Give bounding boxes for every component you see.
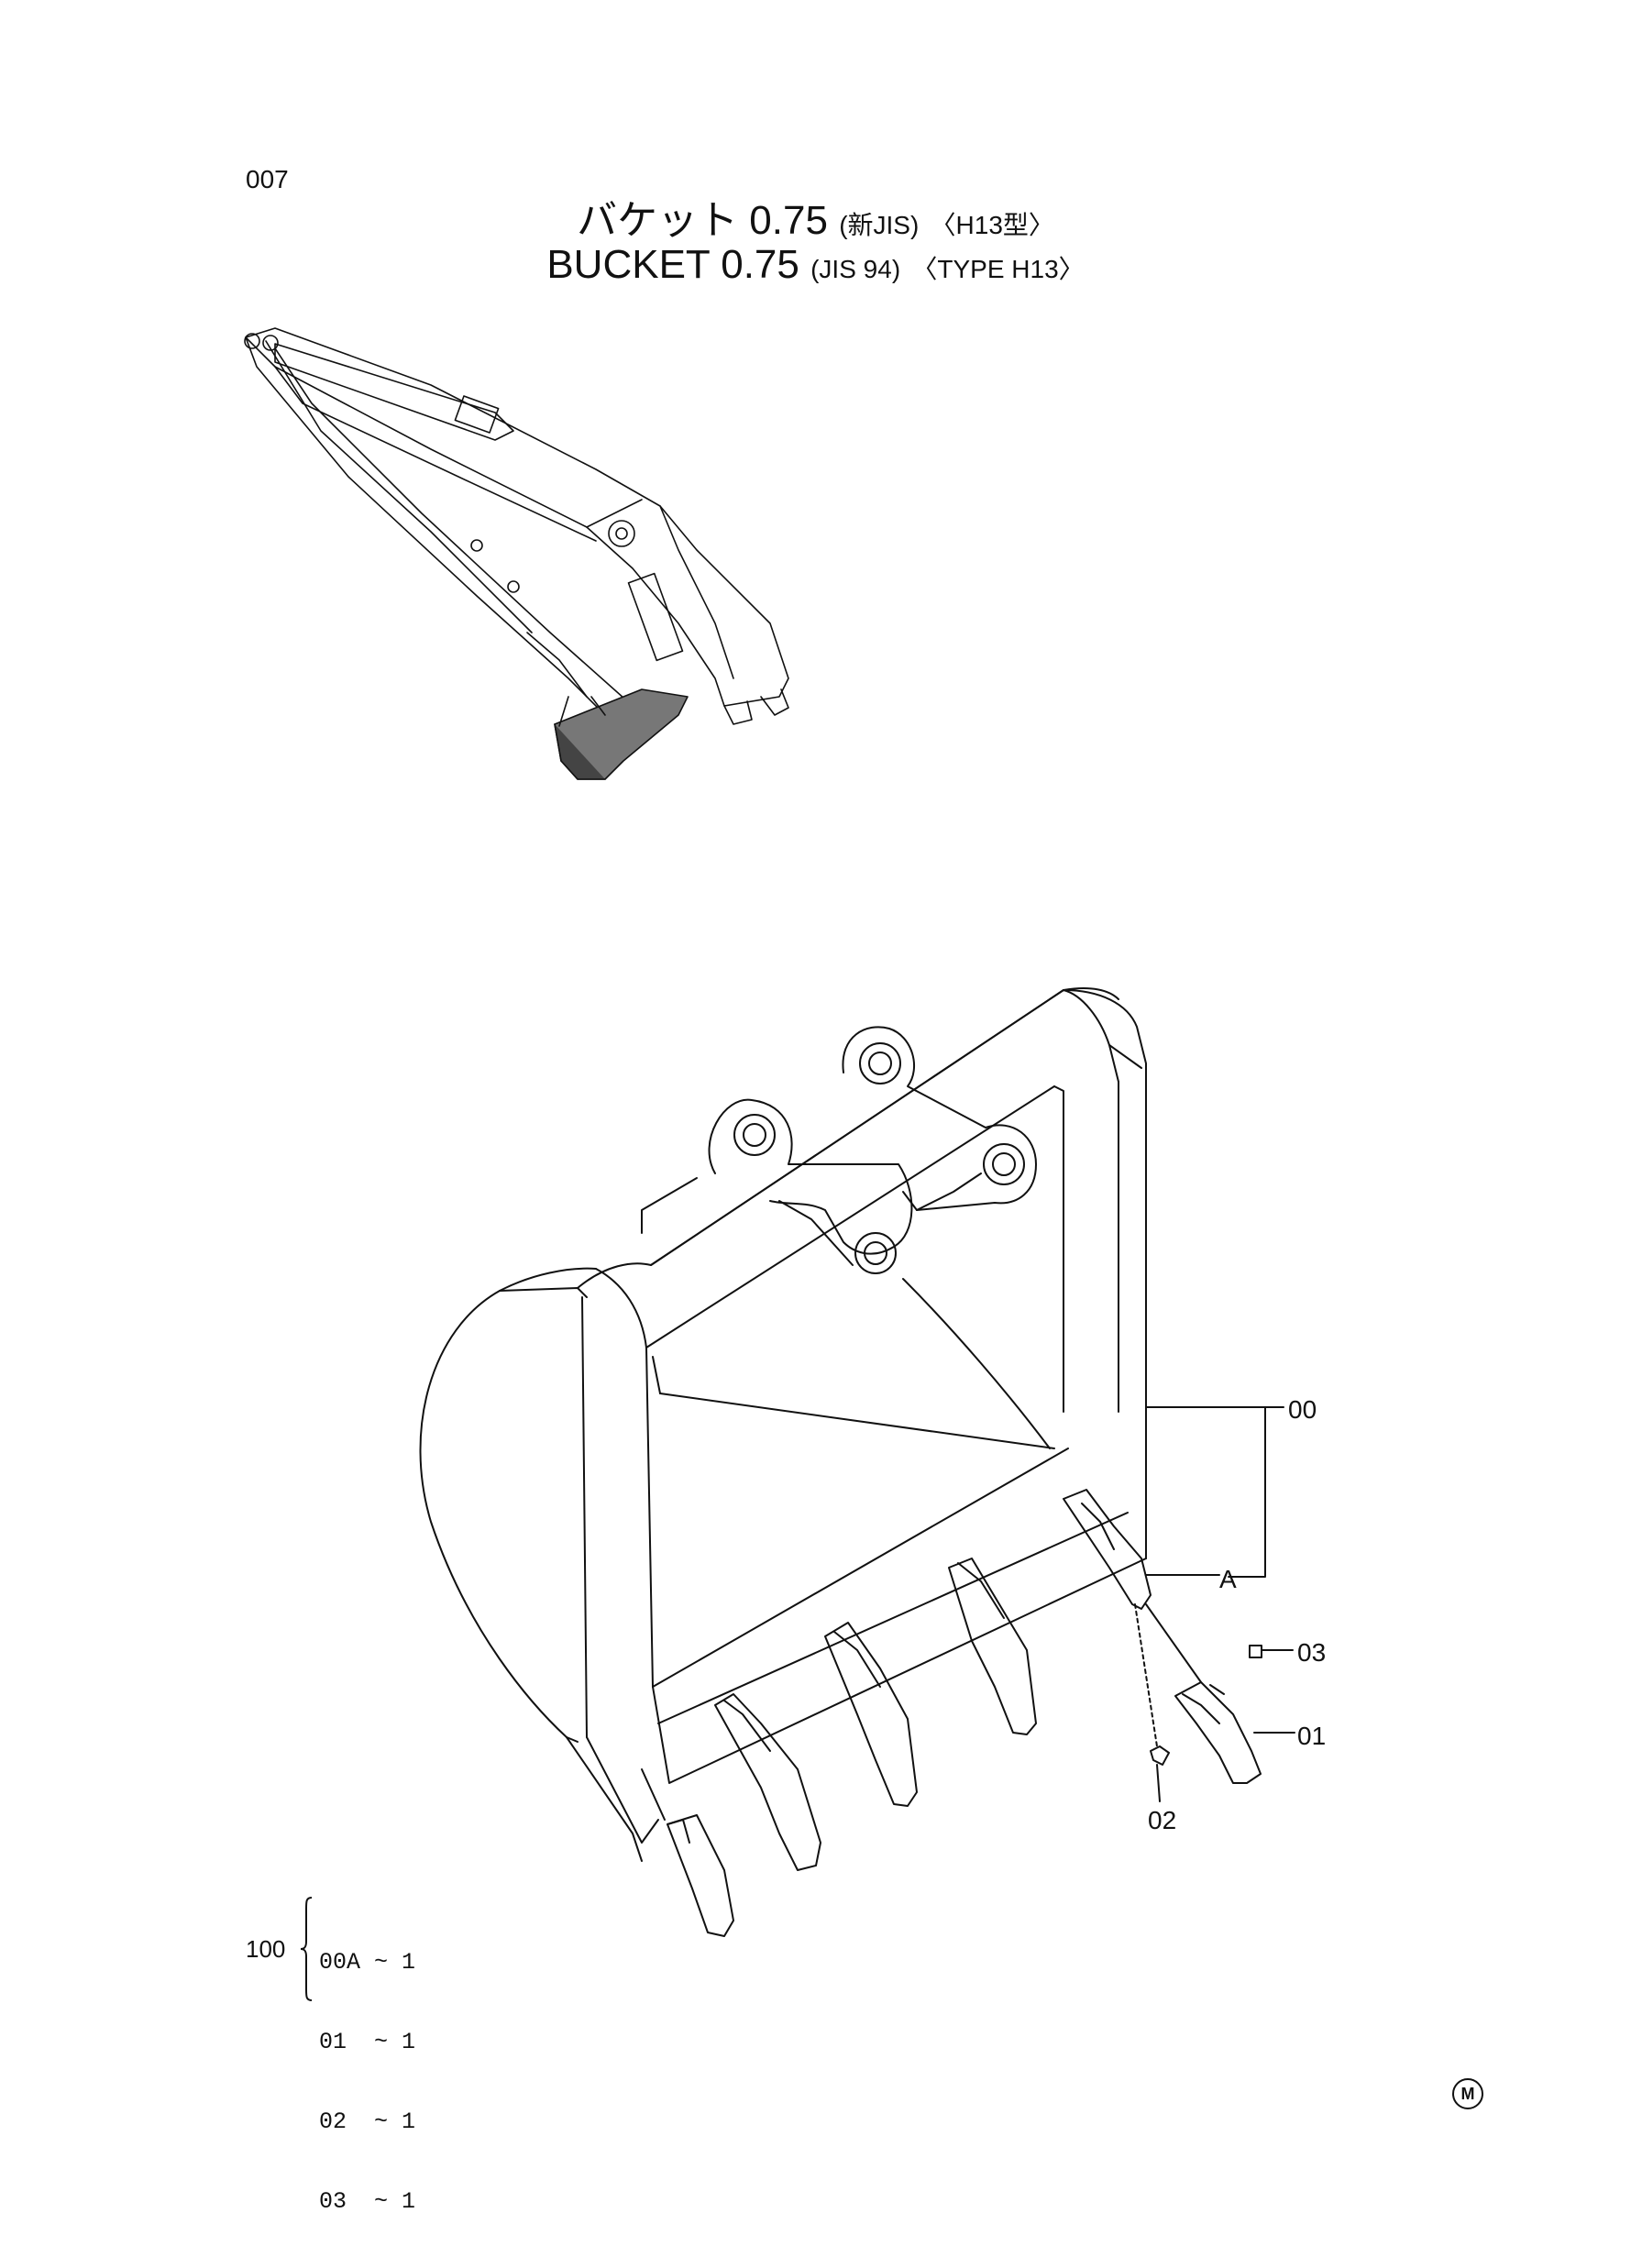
pin-03-detail (1249, 1645, 1262, 1658)
maker-mark-icon: M (1452, 2078, 1483, 2109)
title-english: BUCKET 0.75 (JIS 94) 〈TYPE H13〉 (0, 242, 1631, 288)
title-jp-type: 〈H13型〉 (930, 211, 1054, 239)
lock-02-detail (1150, 1745, 1170, 1766)
excavator-arm-locator (244, 327, 789, 780)
parts-list-row: 01 ~ 1 (319, 2029, 416, 2055)
callout-00: 00 (1288, 1395, 1317, 1424)
title-en-type: 〈TYPE H13〉 (911, 255, 1085, 283)
tooth-5 (1063, 1489, 1152, 1610)
parts-list-row: 02 ~ 1 (319, 2108, 416, 2135)
parts-list-quantity-code: 100 (246, 1935, 286, 1963)
title-en-spec: (JIS 94) (810, 255, 901, 283)
title-jp-main: バケット 0.75 (577, 198, 828, 243)
brace-icon (300, 1897, 313, 2001)
parts-list-rows: 00A ~ 1 01 ~ 1 02 ~ 1 03 ~ 1 (319, 1896, 415, 2268)
title-japanese: バケット 0.75 (新JIS) 〈H13型〉 (0, 187, 1631, 246)
tooth-2 (714, 1693, 821, 1871)
callout-03: 03 (1297, 1638, 1327, 1667)
tooth-4 (948, 1558, 1037, 1735)
parts-list-row: 00A ~ 1 (319, 1949, 416, 1976)
callout-02: 02 (1148, 1806, 1177, 1834)
title-en-main: BUCKET 0.75 (546, 242, 799, 287)
tooth-01-detail (1174, 1681, 1262, 1784)
title-jp-spec: (新JIS) (839, 211, 920, 239)
tooth-1 (667, 1814, 734, 1937)
callout-A: A (1219, 1565, 1237, 1593)
tooth-3 (824, 1622, 918, 1807)
parts-list-row: 03 ~ 1 (319, 2188, 416, 2215)
page-number: 007 (246, 165, 289, 193)
callout-01: 01 (1297, 1722, 1327, 1750)
bucket-drawing (419, 987, 1295, 1937)
